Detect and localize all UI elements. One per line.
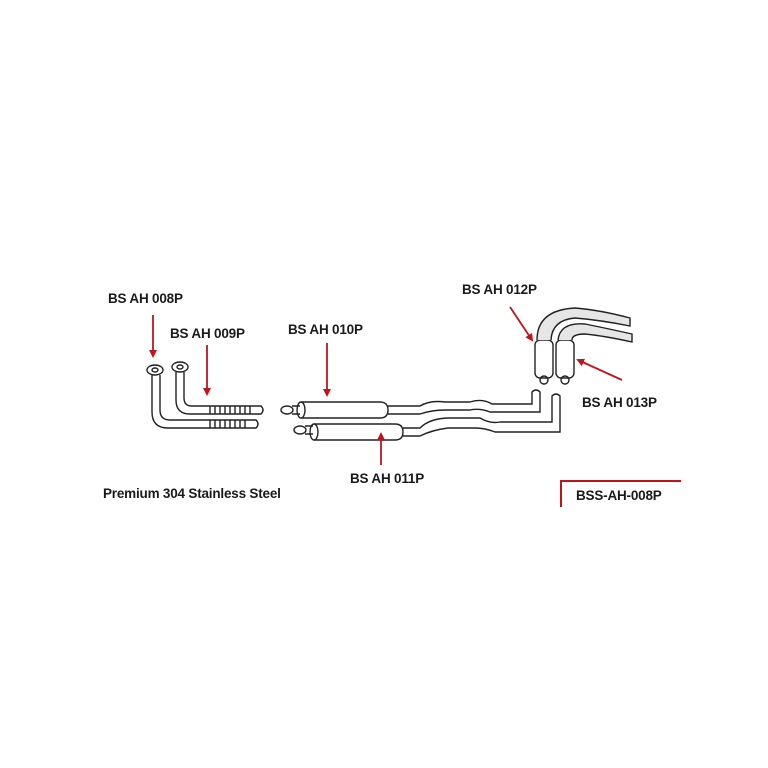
material-title: Premium 304 Stainless Steel (103, 486, 281, 501)
label-008p: BS AH 008P (108, 291, 183, 306)
kit-code: BSS-AH-008P (576, 488, 662, 503)
label-011p: BS AH 011P (350, 471, 425, 486)
arrow-013p (576, 358, 623, 381)
label-009p: BS AH 009P (170, 326, 245, 341)
kit-code-frame (560, 480, 681, 507)
downpipe-009p (171, 361, 264, 415)
muffler-010p (280, 389, 541, 419)
downpipe-008p (146, 364, 259, 429)
rear-silencer-013p (555, 323, 633, 385)
rear-silencer-012p (534, 307, 631, 385)
label-012p: BS AH 012P (462, 282, 537, 297)
label-010p: BS AH 010P (288, 322, 363, 337)
label-013p: BS AH 013P (582, 395, 657, 410)
muffler-011p (293, 393, 561, 441)
arrow-012p (509, 306, 534, 342)
